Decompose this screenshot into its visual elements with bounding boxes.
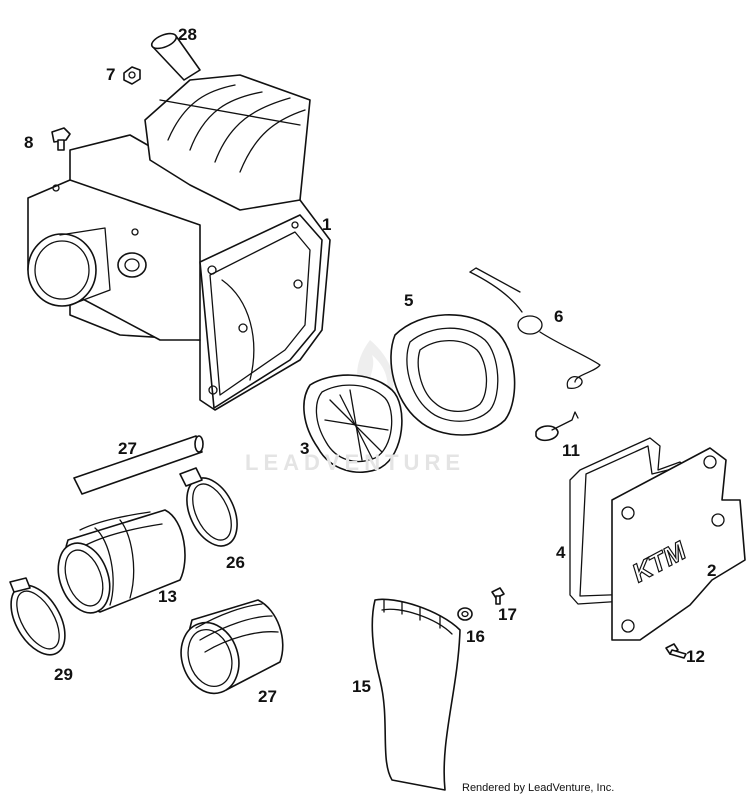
part-5-filter-element <box>390 313 516 436</box>
callout-17: 17 <box>498 605 517 624</box>
part-26-intake-boot <box>57 509 186 614</box>
callout-8: 7 <box>106 65 116 84</box>
part-10-bolt <box>51 127 71 151</box>
callout-28: 26 <box>226 553 245 572</box>
callout-4: 4 <box>556 543 566 562</box>
callout-6: 6 <box>554 307 564 326</box>
callout-2: 2 <box>707 561 717 580</box>
watermark-text: LEADVENTURE <box>245 450 466 475</box>
part-16-nut <box>457 607 473 621</box>
callout-5: 5 <box>404 291 414 310</box>
part-2-cover-plate: KTM <box>611 447 746 641</box>
callout-26: 13 <box>158 587 177 606</box>
callout-12: 27 <box>118 439 137 458</box>
callout-3: 3 <box>300 439 310 458</box>
callout-13: 28 <box>178 25 197 44</box>
part-15-mud-flap <box>371 598 461 791</box>
callout-27: 27 <box>258 687 277 706</box>
callout-1: 1 <box>322 215 332 234</box>
callout-10: 8 <box>24 133 34 152</box>
part-1-airbox <box>27 74 331 411</box>
part-11-screw <box>665 643 687 659</box>
part-6-wire-clip <box>469 267 601 389</box>
part-3-filter-cage <box>303 374 403 473</box>
callout-7: 11 <box>562 441 580 460</box>
part-28-clamp <box>179 467 238 547</box>
callout-11: 12 <box>686 647 705 666</box>
part-8-nut <box>123 66 141 85</box>
part-29-clamp <box>9 577 66 656</box>
callout-29: 29 <box>54 665 73 684</box>
part-7-pin <box>535 411 579 442</box>
credit-text: Rendered by LeadVenture, Inc. <box>462 782 615 794</box>
callout-15: 15 <box>352 677 371 696</box>
callout-16: 16 <box>466 627 485 646</box>
part-12-hose <box>73 435 204 495</box>
part-17-screw <box>491 587 505 605</box>
part-27-carb-boot <box>180 599 284 695</box>
part-13-sleeve <box>150 32 201 81</box>
